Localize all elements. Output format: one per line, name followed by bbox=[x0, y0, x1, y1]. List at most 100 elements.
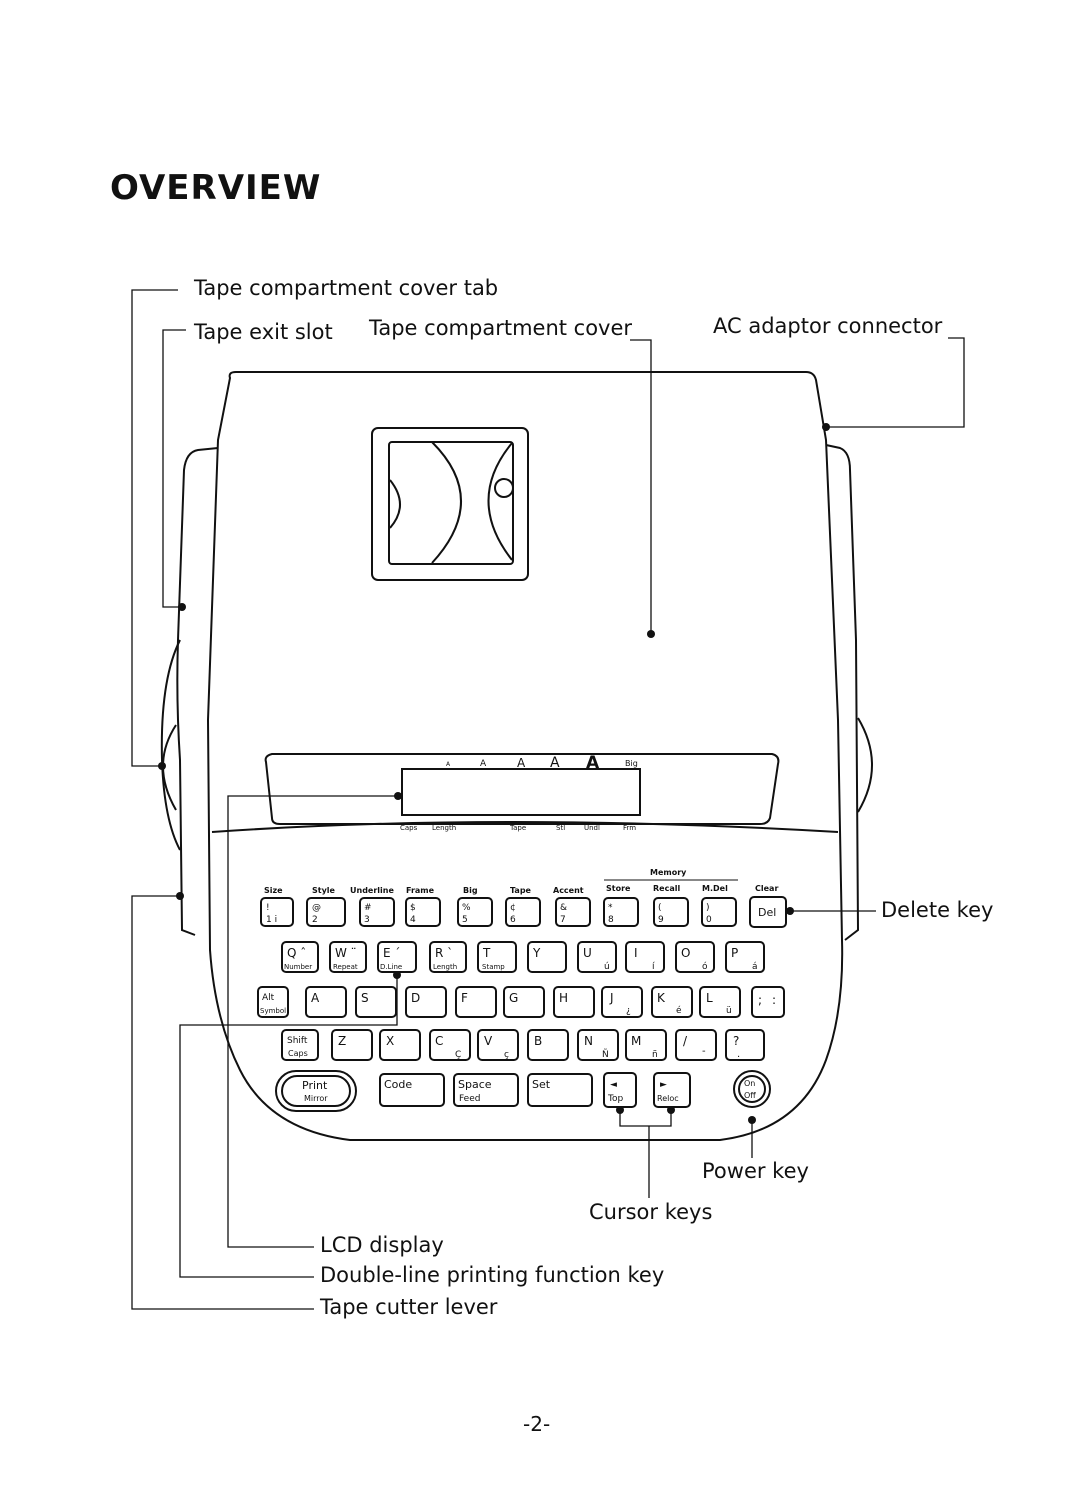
key-7[interactable] bbox=[555, 897, 591, 927]
key-c[interactable] bbox=[429, 1029, 471, 1061]
code-key[interactable] bbox=[379, 1073, 445, 1107]
space-key[interactable] bbox=[453, 1073, 519, 1107]
del-key[interactable] bbox=[749, 896, 787, 928]
reloc-label: Reloc bbox=[657, 1094, 679, 1103]
key-question-sub: . bbox=[737, 1049, 740, 1060]
set-key[interactable] bbox=[527, 1073, 593, 1107]
key-o[interactable] bbox=[675, 941, 715, 973]
key-w[interactable] bbox=[329, 941, 367, 973]
key-4[interactable] bbox=[405, 897, 441, 927]
key-x[interactable] bbox=[379, 1029, 421, 1061]
key-slash[interactable] bbox=[675, 1029, 717, 1061]
key-slash-main: / bbox=[683, 1034, 688, 1048]
row2-key-legends: Q ˆ Number W ¨ Repeat E ´ D.Line R ` Len… bbox=[284, 946, 758, 972]
callout-delete-key: Delete key bbox=[881, 898, 994, 922]
leader-cursor-keys bbox=[619, 1110, 672, 1127]
key-h-main: H bbox=[559, 991, 568, 1005]
print-key-inner bbox=[281, 1075, 351, 1107]
row3-keys bbox=[257, 986, 785, 1018]
power-key-inner bbox=[738, 1075, 766, 1103]
leader-cover-tab bbox=[131, 289, 178, 767]
key-t[interactable] bbox=[477, 941, 517, 973]
key-q[interactable] bbox=[281, 941, 319, 973]
key-alt[interactable] bbox=[257, 986, 289, 1018]
lcd-undl: Undl bbox=[584, 824, 600, 832]
key-i[interactable] bbox=[625, 941, 665, 973]
key-y[interactable] bbox=[527, 941, 567, 973]
cover-seam bbox=[211, 821, 839, 833]
key-1-top: ! bbox=[266, 903, 270, 913]
key-semicolon[interactable] bbox=[751, 986, 785, 1018]
key-shift[interactable] bbox=[281, 1029, 319, 1061]
key-y-main: Y bbox=[532, 946, 541, 960]
leader-double-line bbox=[179, 975, 398, 1278]
key-e-main: E ´ bbox=[383, 946, 400, 960]
power-key-outer[interactable] bbox=[733, 1070, 771, 1108]
key-0[interactable] bbox=[701, 897, 737, 927]
key-r-main: R ` bbox=[435, 946, 453, 960]
lcd-size-a5: A bbox=[586, 753, 600, 773]
key-m-main: M bbox=[631, 1034, 641, 1048]
key-3[interactable] bbox=[359, 897, 395, 927]
key-a[interactable] bbox=[305, 986, 347, 1018]
key-h[interactable] bbox=[553, 986, 595, 1018]
leader-cutter bbox=[131, 895, 314, 1310]
key-f[interactable] bbox=[455, 986, 497, 1018]
label-store: Store bbox=[606, 884, 631, 893]
key-j-sub: ¿ bbox=[626, 1006, 631, 1016]
key-e-sub: D.Line bbox=[380, 963, 402, 971]
key-6[interactable] bbox=[505, 897, 541, 927]
key-k[interactable] bbox=[651, 986, 693, 1018]
key-j[interactable] bbox=[601, 986, 643, 1018]
label-style: Style bbox=[312, 886, 336, 895]
dot-cover bbox=[647, 630, 655, 638]
key-v[interactable] bbox=[477, 1029, 519, 1061]
key-d[interactable] bbox=[405, 986, 447, 1018]
callout-cover: Tape compartment cover bbox=[369, 316, 633, 340]
key-l[interactable] bbox=[699, 986, 741, 1018]
label-size: Size bbox=[264, 886, 283, 895]
leader-lines bbox=[131, 289, 965, 1310]
callout-lcd: LCD display bbox=[320, 1233, 444, 1257]
key-9[interactable] bbox=[653, 897, 689, 927]
key-z[interactable] bbox=[331, 1029, 373, 1061]
key-l-sub: ü bbox=[726, 1006, 732, 1016]
key-q-main: Q ˆ bbox=[287, 946, 306, 960]
key-p[interactable] bbox=[725, 941, 765, 973]
key-g-main: G bbox=[509, 991, 518, 1005]
key-c-main: C bbox=[435, 1034, 443, 1048]
dot-delete-key bbox=[786, 907, 794, 915]
code-label: Code bbox=[384, 1078, 412, 1091]
key-question[interactable] bbox=[725, 1029, 765, 1061]
key-4-top: $ bbox=[410, 903, 416, 913]
lcd-screen bbox=[401, 768, 641, 816]
callout-cover-tab: Tape compartment cover tab bbox=[194, 276, 499, 300]
key-5[interactable] bbox=[457, 897, 493, 927]
key-j-main: J bbox=[609, 991, 614, 1005]
key-6-bot: 6 bbox=[510, 915, 516, 925]
key-o-sub: ó bbox=[702, 961, 708, 972]
key-s[interactable] bbox=[355, 986, 397, 1018]
row4-key-legends: Shift Caps Z X C Ç V ç B N Ñ M ñ / - ? . bbox=[287, 1034, 740, 1060]
callout-cursor-keys: Cursor keys bbox=[589, 1200, 713, 1224]
key-g[interactable] bbox=[503, 986, 545, 1018]
key-z-main: Z bbox=[338, 1034, 346, 1048]
key-n[interactable] bbox=[577, 1029, 619, 1061]
key-s-main: S bbox=[361, 991, 369, 1005]
print-key-outer[interactable] bbox=[275, 1070, 357, 1112]
key-p-main: P bbox=[731, 946, 738, 960]
key-b[interactable] bbox=[527, 1029, 569, 1061]
key-8[interactable] bbox=[603, 897, 639, 927]
key-u-sub: ú bbox=[604, 962, 610, 972]
key-u[interactable] bbox=[577, 941, 617, 973]
key-6-top: ¢ bbox=[510, 903, 516, 913]
key-2[interactable] bbox=[306, 897, 346, 927]
key-1[interactable] bbox=[260, 897, 294, 927]
key-m[interactable] bbox=[625, 1029, 667, 1061]
key-r[interactable] bbox=[429, 941, 467, 973]
key-i-main: I bbox=[634, 946, 638, 960]
key-v-sub: ç bbox=[504, 1050, 509, 1060]
key-slash-sub: - bbox=[702, 1046, 706, 1057]
key-u-main: U bbox=[583, 946, 592, 960]
